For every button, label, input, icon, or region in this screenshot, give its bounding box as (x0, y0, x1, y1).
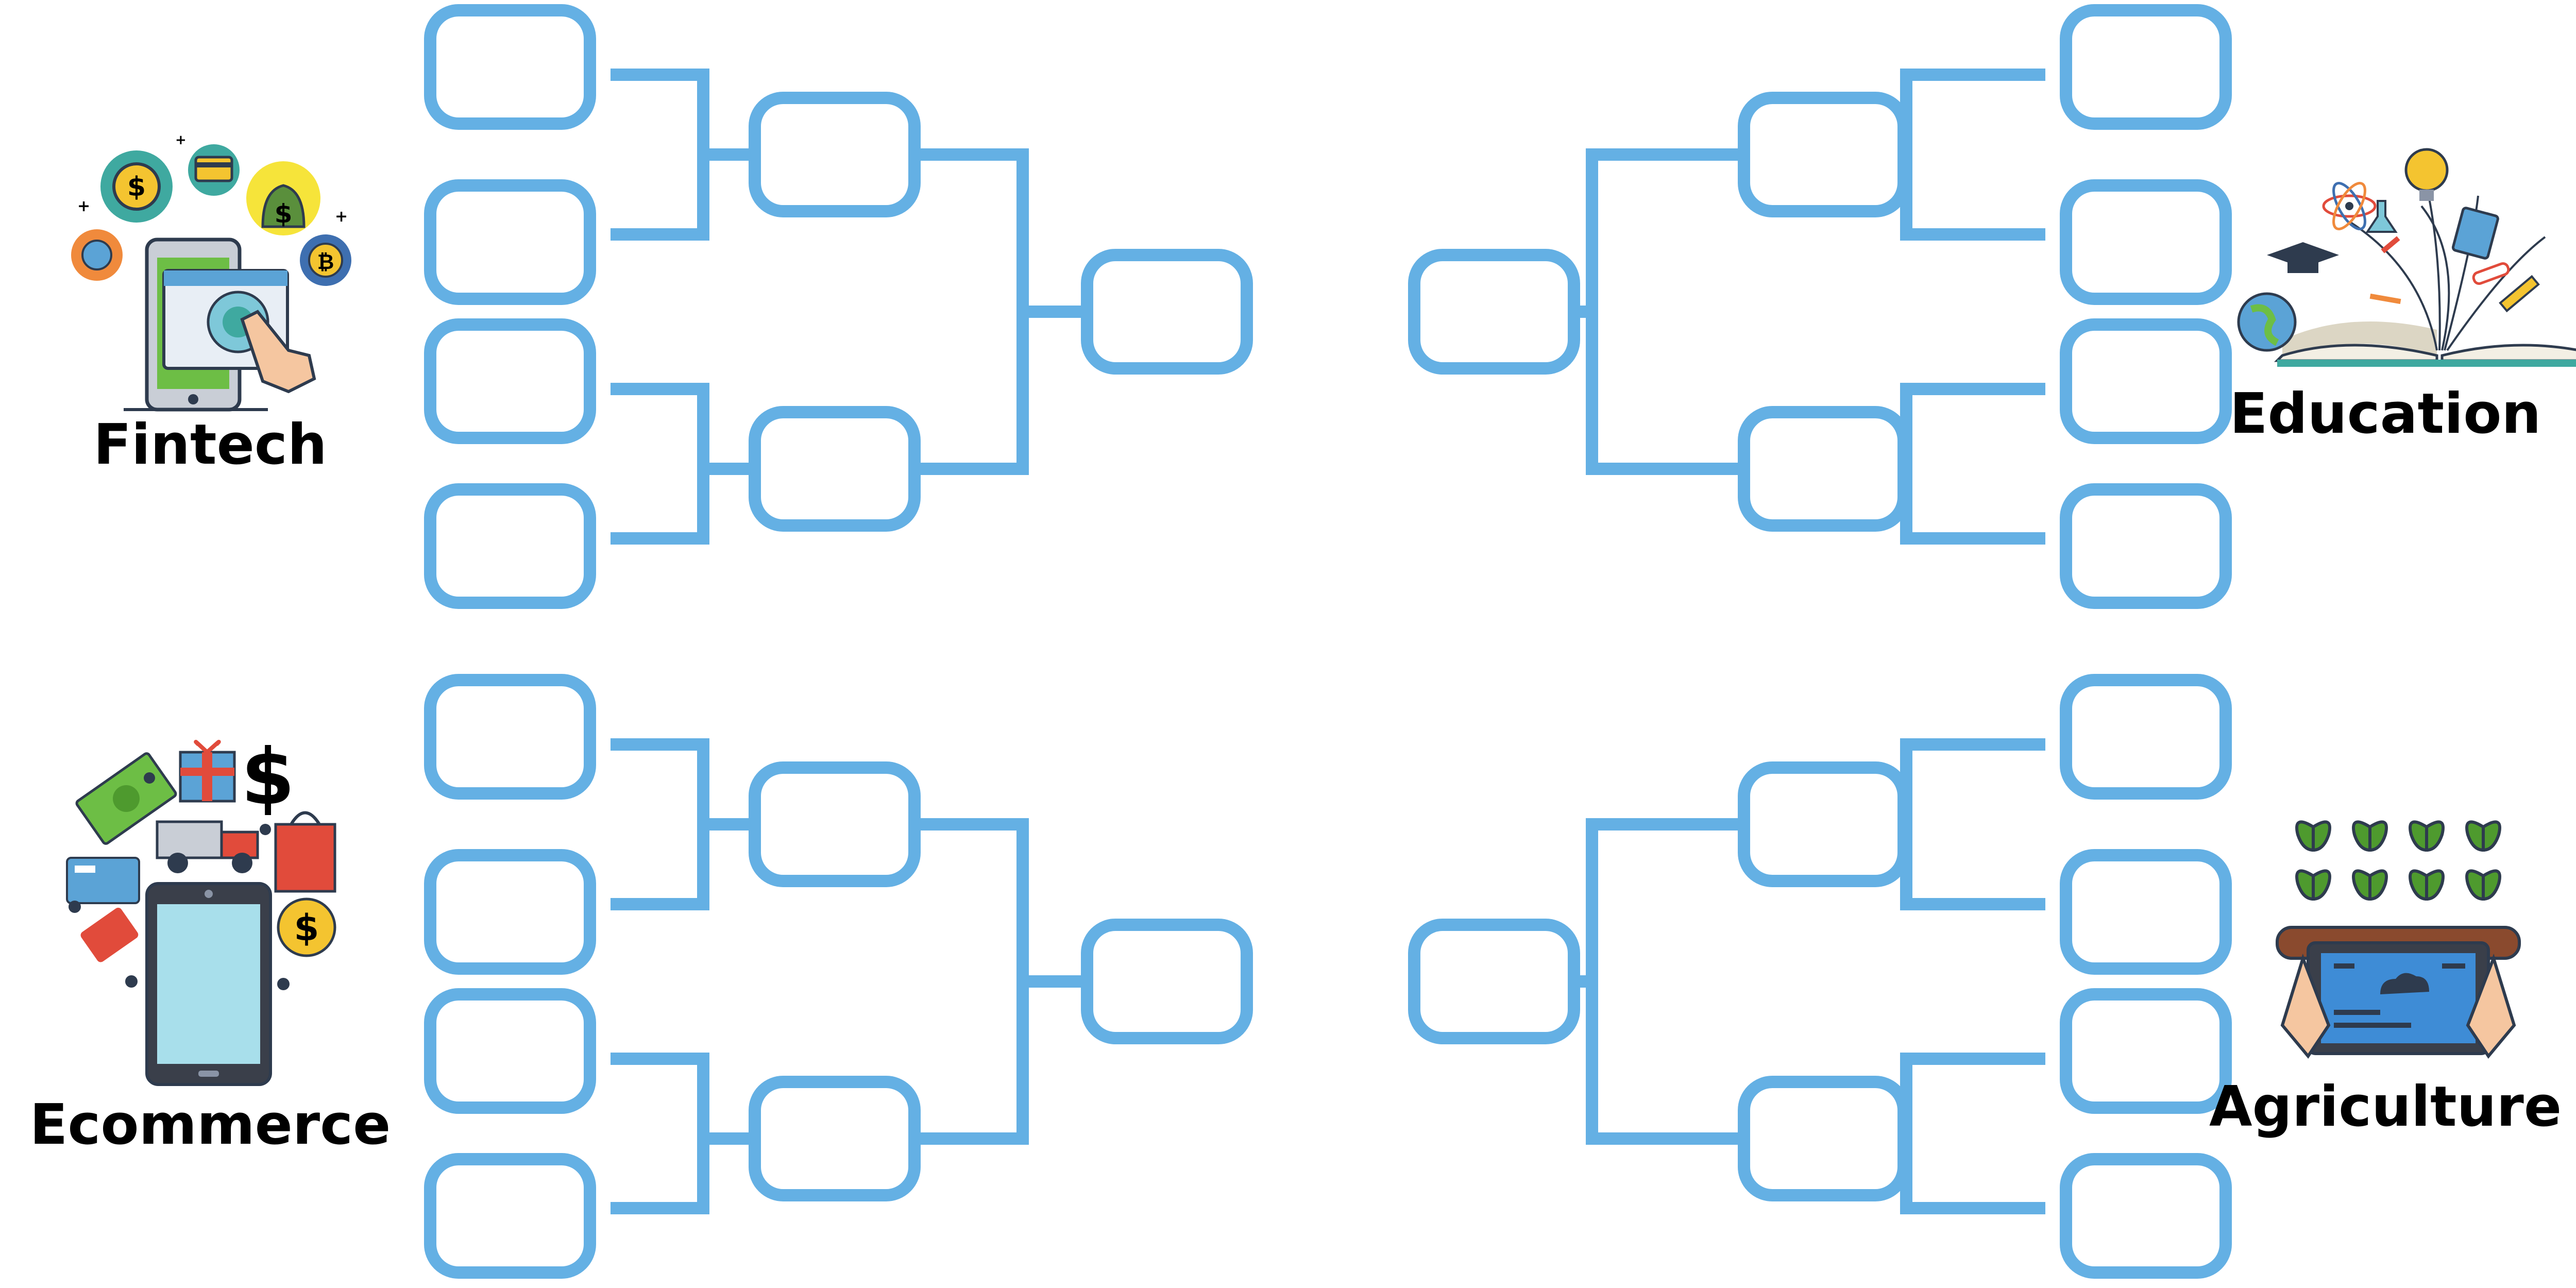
svg-text:$: $ (241, 733, 295, 822)
svg-text:$: $ (127, 172, 146, 202)
agriculture-bracket-connector-r1-1 (1900, 738, 2045, 910)
education-bracket-round1-slot-3 (2060, 318, 2232, 444)
agriculture-bracket-round1-slot-4 (2060, 1153, 2232, 1279)
ecommerce-bracket-round1-slot-3 (424, 988, 596, 1114)
education-bracket-round2-slot-1 (1738, 92, 1910, 217)
fintech-bracket-round1-slot-1 (424, 4, 596, 130)
fintech-bracket-round2-slot-2 (749, 406, 921, 532)
category-label-fintech: Fintech (93, 413, 327, 477)
fintech-bracket-round1-slot-2 (424, 179, 596, 305)
svg-text:₿: ₿ (317, 250, 334, 274)
agriculture-tablet-plants-icon (2276, 820, 2521, 1059)
fintech-bracket-connector-r1-1 (611, 69, 755, 241)
ecommerce-bracket-round1-slot-1 (424, 674, 596, 800)
fintech-phone-coins-icon: $ $ ₿ + + + (71, 132, 351, 412)
agriculture-bracket-round1-slot-3 (2060, 988, 2232, 1114)
fintech-bracket-round2-slot-1 (749, 92, 921, 217)
bracket-connectors (611, 69, 2045, 1214)
agriculture-bracket-round1-slot-1 (2060, 674, 2232, 800)
education-bracket-final-slot (1408, 249, 1580, 375)
agriculture-bracket-round2-slot-2 (1738, 1076, 1910, 1201)
ecommerce-bracket-connector-r2 (914, 818, 1087, 1145)
ecommerce-bracket-round2-slot-2 (749, 1076, 921, 1201)
ecommerce-bracket-round1-slot-2 (424, 849, 596, 975)
agriculture-bracket-final-slot (1408, 919, 1580, 1044)
ecommerce-bracket-connector-r1-2 (611, 1053, 755, 1214)
ecommerce-bracket-round1-slot-4 (424, 1153, 596, 1279)
category-label-education: Education (2230, 382, 2541, 446)
svg-text:+: + (175, 132, 187, 148)
fintech-bracket-round1-slot-3 (424, 318, 596, 444)
education-bracket-round2-slot-2 (1738, 406, 1910, 532)
agriculture-bracket-connector-r2 (1574, 818, 1744, 1145)
agriculture-bracket-round1-slot-2 (2060, 849, 2232, 975)
education-bracket-connector-r1-2 (1900, 383, 2045, 545)
ecommerce-bracket-connector-r1-1 (611, 738, 755, 910)
education-bracket-connector-r1-1 (1900, 69, 2045, 241)
svg-text:$: $ (294, 907, 319, 949)
svg-text:+: + (335, 208, 348, 226)
category-label-agriculture: Agriculture (2209, 1075, 2562, 1139)
ecommerce-phone-shopping-icon: $ $ (66, 733, 336, 1086)
agriculture-bracket-round2-slot-1 (1738, 761, 1910, 887)
education-bracket-connector-r2 (1574, 148, 1744, 475)
education-bracket-round1-slot-2 (2060, 179, 2232, 305)
fintech-bracket-connector-r1-2 (611, 383, 755, 545)
fintech-bracket-round1-slot-4 (424, 483, 596, 609)
svg-text:+: + (77, 197, 90, 215)
svg-text:$: $ (275, 199, 293, 229)
fintech-bracket-final-slot (1081, 249, 1253, 375)
education-bracket-round1-slot-1 (2060, 4, 2232, 130)
agriculture-bracket-connector-r1-2 (1900, 1053, 2045, 1214)
bracket-slots (424, 4, 2232, 1279)
category-label-ecommerce: Ecommerce (30, 1093, 391, 1157)
fintech-bracket-connector-r2 (914, 148, 1087, 475)
ecommerce-bracket-final-slot (1081, 919, 1253, 1044)
education-open-book-icon (2237, 148, 2576, 367)
education-bracket-round1-slot-4 (2060, 483, 2232, 609)
ecommerce-bracket-round2-slot-1 (749, 761, 921, 887)
